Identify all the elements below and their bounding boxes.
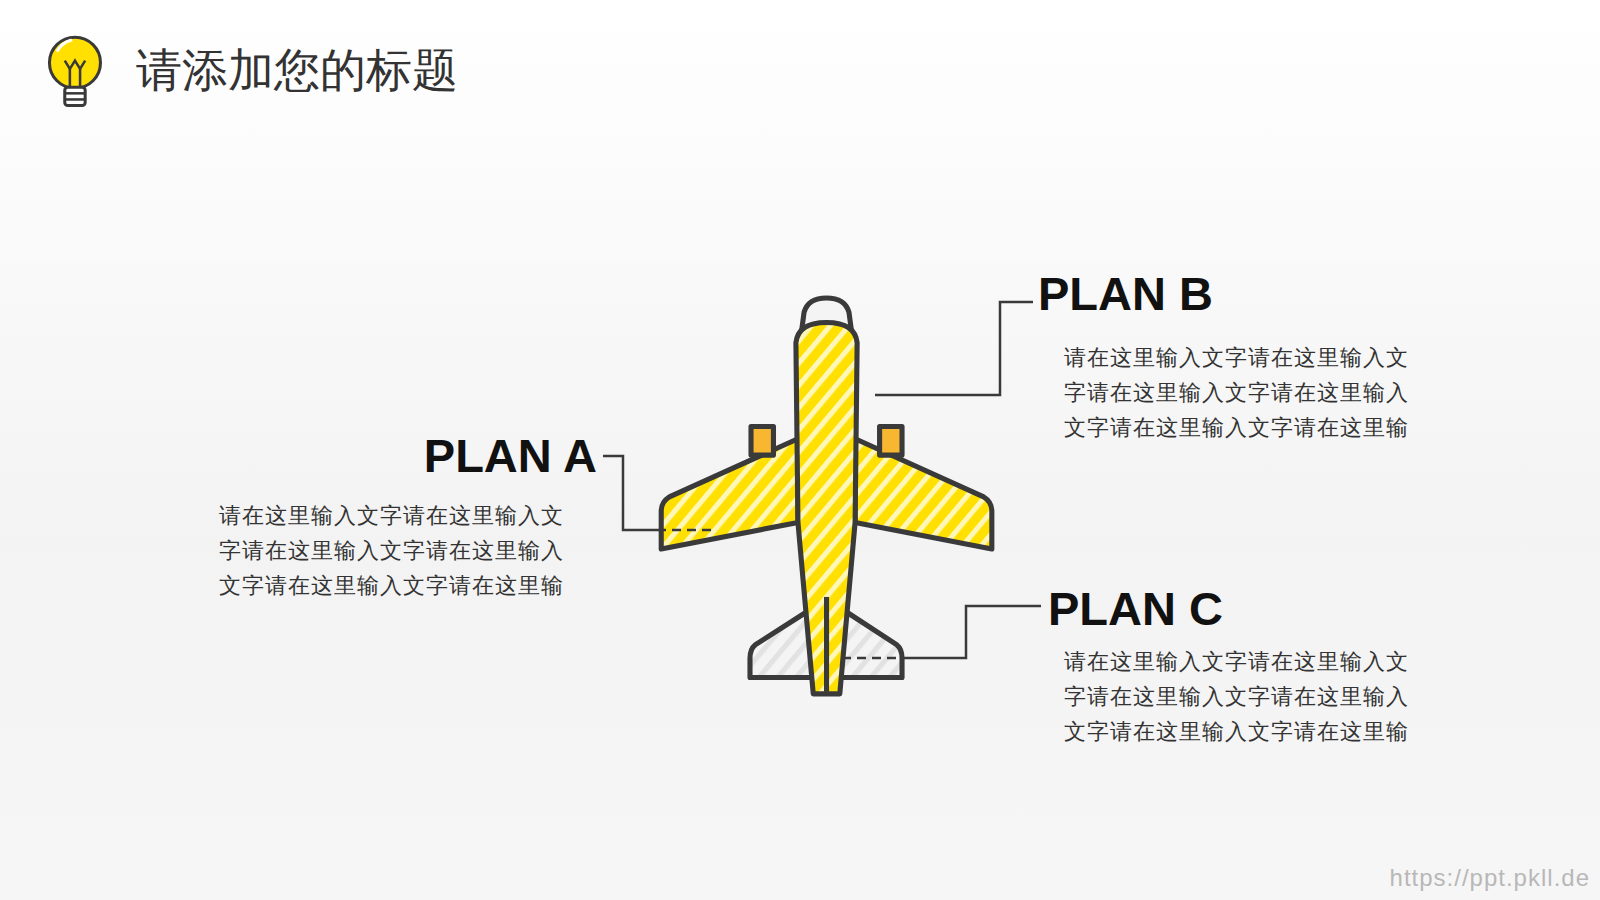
leader-dash <box>672 529 716 532</box>
leader-line <box>603 456 666 530</box>
airplane <box>661 298 992 694</box>
plan-heading: PLAN C <box>1048 585 1223 632</box>
plan-heading: PLAN B <box>1038 270 1213 317</box>
fuselage-seam <box>824 597 829 692</box>
leader-lines <box>603 302 1041 658</box>
plan-body-text: 请在这里输入文字请在这里输入文字请在这里输入文字请在这里输入文字请在这里输入文字… <box>1064 340 1414 445</box>
plan-heading: PLAN A <box>424 432 597 479</box>
leader-dash <box>842 657 898 660</box>
slide-title: 请添加您的标题 <box>136 47 458 93</box>
left-wing <box>661 439 798 549</box>
bulb-icon <box>49 37 100 105</box>
fuselage <box>796 322 857 693</box>
right-wing <box>855 439 992 549</box>
plan-body-text: 请在这里输入文字请在这里输入文字请在这里输入文字请在这里输入文字请在这里输入文字… <box>1064 644 1414 749</box>
right-engine <box>880 427 902 456</box>
left-engine <box>751 427 773 456</box>
plan-body-text: 请在这里输入文字请在这里输入文字请在这里输入文字请在这里输入文字请在这里输入文字… <box>219 498 569 603</box>
leader-line <box>902 606 1041 658</box>
leader-line <box>875 302 1033 395</box>
watermark: https://ppt.pkll.de <box>1390 866 1590 890</box>
